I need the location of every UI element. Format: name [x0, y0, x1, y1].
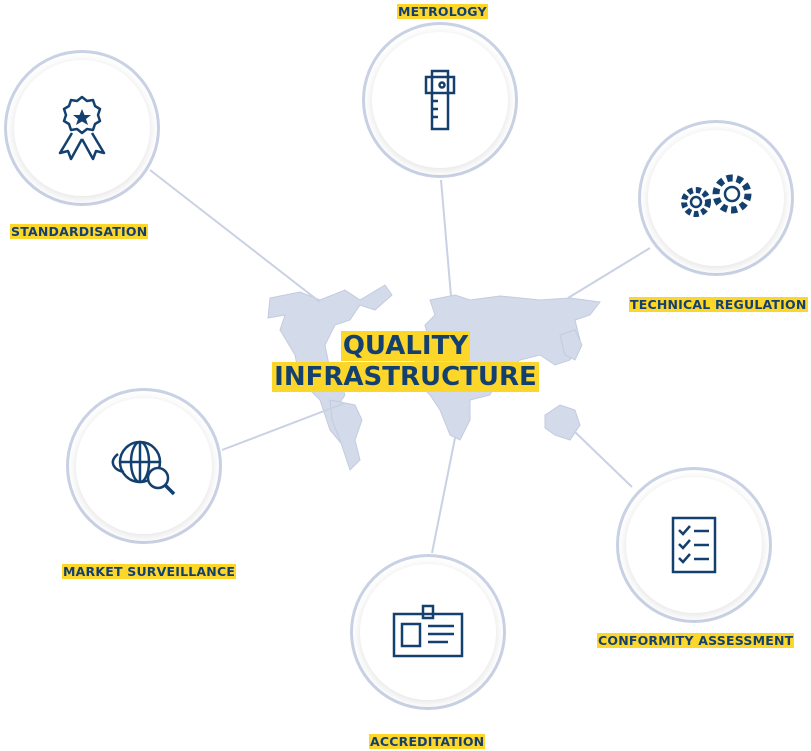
checklist-icon: [671, 516, 717, 574]
label-metrology: METROLOGY: [397, 4, 488, 19]
id-badge-icon: [392, 604, 464, 658]
caliper-icon: [424, 69, 456, 131]
node-market-surveillance: [66, 388, 222, 544]
connector-lines: [149, 169, 651, 554]
node-standardisation: [4, 50, 160, 206]
label-market-surveillance: MARKET SURVEILLANCE: [62, 564, 237, 579]
diagram-title-line2: INFRASTRUCTURE: [272, 362, 539, 392]
diagram-title-line1: QUALITY: [340, 331, 471, 361]
label-standardisation: STANDARDISATION: [10, 224, 149, 239]
node-technical-regulation: [638, 120, 794, 276]
label-accreditation: ACCREDITATION: [369, 734, 486, 749]
gears-icon: [681, 174, 752, 217]
node-accreditation: [350, 554, 506, 710]
globe-search-icon: [111, 440, 176, 496]
node-metrology: [362, 22, 518, 178]
award-ribbon-icon: [58, 95, 106, 161]
label-technical-regulation: TECHNICAL REGULATION: [629, 297, 808, 312]
label-conformity-assessment: CONFORMITY ASSESSMENT: [597, 633, 795, 648]
node-conformity-assessment: [616, 467, 772, 623]
